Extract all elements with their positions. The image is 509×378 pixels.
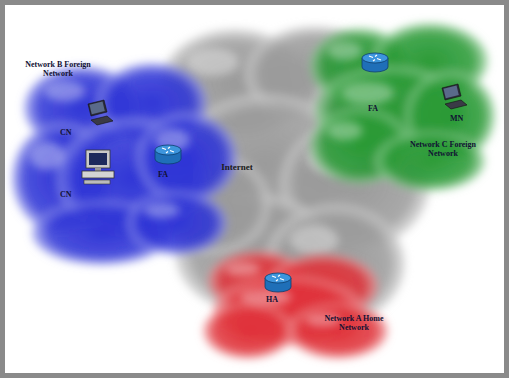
cloud-shape [12, 48, 244, 270]
cloud-shape [198, 246, 394, 364]
network-label: Network C Foreign Network [408, 140, 478, 158]
network-label: Network A Home Network [322, 314, 386, 332]
desktop-pc-icon [82, 150, 114, 184]
network-label: Network B Foreign Network [22, 60, 94, 78]
cloud-shape [300, 16, 498, 196]
foreign-network-cloud: Network B Foreign Network [12, 48, 244, 270]
router-icon [362, 53, 388, 72]
laptop-icon [88, 100, 113, 125]
internet-label: Internet [197, 162, 277, 172]
foreign-network-cloud: Network C Foreign Network [300, 16, 498, 196]
home-network-cloud: Network A Home Network [198, 246, 394, 364]
router-icon [155, 145, 181, 164]
router-icon [265, 273, 291, 292]
laptop-icon [442, 84, 467, 109]
